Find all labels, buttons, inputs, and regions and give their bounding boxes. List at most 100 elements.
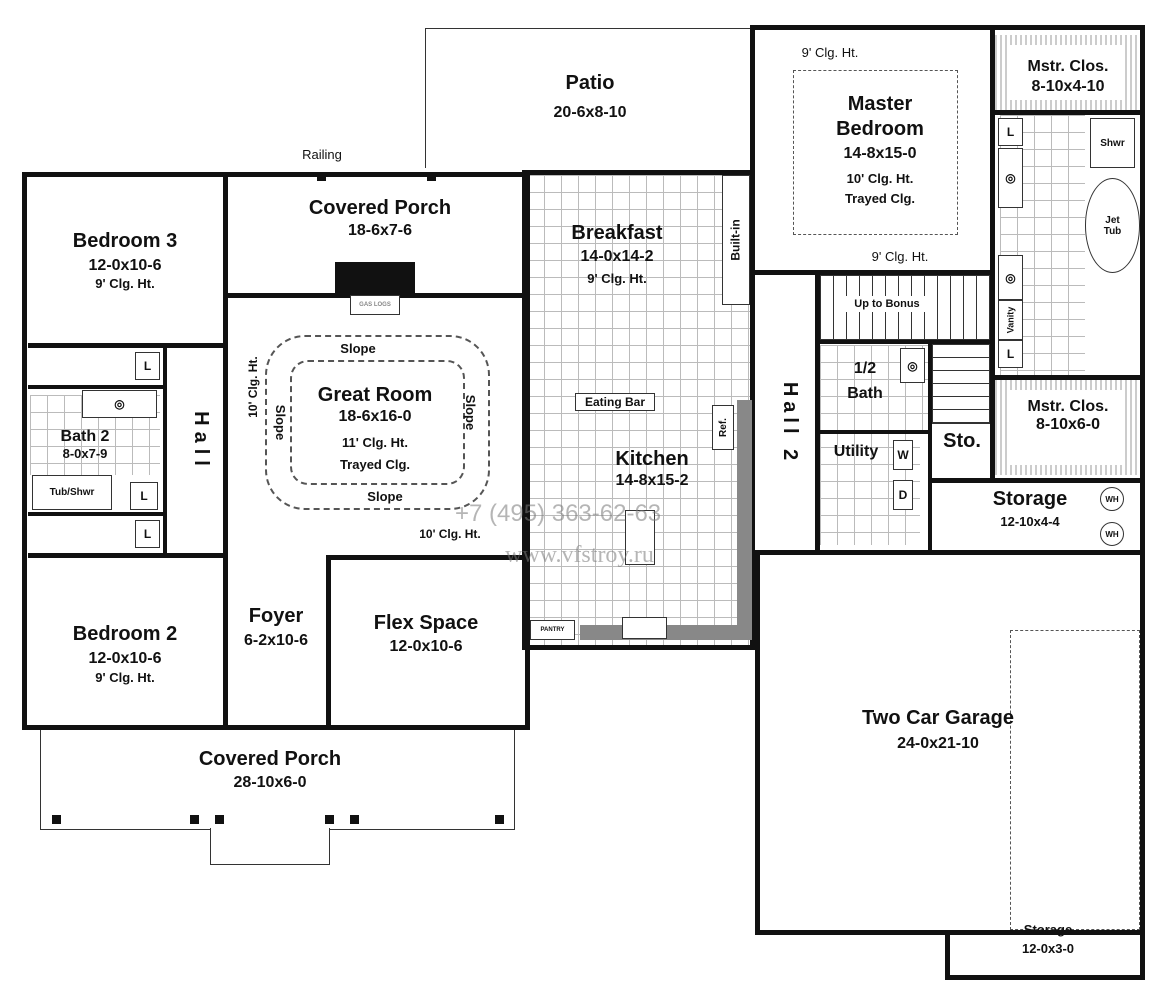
slope-left: Slope [273,404,289,441]
hall2-label: Hall 2 [779,381,802,466]
covered-porch-rear-label: Covered Porch [308,197,452,219]
foyer-size: 6-2x10-6 [243,632,309,649]
breakfast-label: Breakfast [571,222,663,244]
lav-2: L [998,340,1023,368]
wall [815,275,820,550]
master-bedroom-label-1: Master [847,93,913,115]
lav-bath2-1: L [135,352,160,380]
pantry: PANTRY [530,620,575,640]
wall [995,110,1140,115]
watermark-site: www.vfstroy.ru [505,542,654,568]
slope-top: Slope [340,341,376,356]
washer: W [893,440,913,470]
master-wing-outline [750,25,1145,555]
porch-post [350,815,359,824]
master-closet-2-size: 8-10x6-0 [1035,416,1101,433]
storage-size: 12-10x4-4 [1000,514,1060,529]
wall [820,340,995,344]
master-bedroom-ceiling: 10' Clg. Ht. [846,171,914,186]
kitchen-label: Kitchen [615,448,689,470]
wall [995,375,1140,380]
garage-storage-label: Storage [1023,922,1073,937]
water-heater-2: WH [1100,522,1124,546]
porch-post [317,172,326,181]
wall [930,478,1140,483]
wall [990,30,995,480]
wall [945,930,950,980]
sink-icon: ◎ [82,390,157,418]
stairs-label: Up to Bonus [842,296,932,312]
master-bedroom-label-2: Bedroom [836,118,924,140]
wall [928,344,932,550]
garage-storage-outline [1010,630,1140,930]
lav-bath2-3: L [135,520,160,548]
bedroom2-ceiling: 9' Clg. Ht. [95,670,155,685]
garage-outline [755,550,1145,935]
bedroom3-ceiling: 9' Clg. Ht. [95,276,155,291]
wall [331,555,526,560]
great-room-side-ceiling-left: 10' Clg. Ht. [245,356,260,418]
porch-post [190,815,199,824]
storage-label: Storage [992,488,1068,510]
half-bath-label-1: 1/2 [853,360,877,377]
master-bedroom-tray: Trayed Clg. [844,191,916,206]
wall [223,172,228,730]
half-bath-floor [820,345,930,430]
eating-bar: Eating Bar [575,393,655,411]
sink [622,617,667,639]
porch-post [495,815,504,824]
left-wing-outline [22,172,530,730]
breakfast-ceiling: 9' Clg. Ht. [587,271,647,286]
fireplace [335,262,415,295]
flex-space-size: 12-0x10-6 [389,638,463,655]
great-room-ceiling: 11' Clg. Ht. [342,435,408,450]
great-room-tray-outer [265,335,490,510]
slope-bottom: Slope [367,489,403,504]
bedroom2-label: Bedroom 2 [72,623,178,645]
sto-label: Sto. [943,430,981,452]
front-porch-bump [210,828,330,865]
wall [28,343,228,348]
shower: Shwr [1090,118,1135,168]
gas-logs: GAS LOGS [350,295,400,315]
railing-label: Railing [302,147,342,162]
master-tray [793,70,958,235]
bedroom2-size: 12-0x10-6 [88,650,162,667]
refrigerator: Ref. [712,405,734,450]
patio-size: 20-6x8-10 [553,104,627,121]
bath2-size: 8-0x7-9 [62,446,108,461]
bath2-label: Bath 2 [60,428,110,445]
covered-porch-front-label: Covered Porch [198,748,342,770]
covered-porch-front-size: 28-10x6-0 [233,774,307,791]
sink-icon: ◎ [900,348,925,383]
great-room-size: 18-6x16-0 [338,408,412,425]
closet1-bg [1010,45,1125,100]
garage-size: 24-0x21-10 [897,735,979,752]
great-room-label: Great Room [317,384,433,406]
kitchen-counter-right [737,400,752,640]
wall [28,553,228,558]
porch-post [325,815,334,824]
wall [945,975,1145,980]
porch-post [215,815,224,824]
hall-label: Hall [189,411,212,472]
utility-label: Utility [833,443,879,460]
wall [326,555,331,730]
garage-label: Two Car Garage [862,707,1014,729]
water-heater-1: WH [1100,487,1124,511]
dryer: D [893,480,913,510]
master-closet-1-size: 8-10x4-10 [1031,78,1105,95]
bedroom3-label: Bedroom 3 [72,230,178,252]
patio-label: Patio [565,72,615,94]
lav-1: L [998,118,1023,146]
great-room-tray-inner [290,360,465,485]
great-room-side-ceiling-bottom: 10' Clg. Ht. [419,527,481,541]
lav-bath2-2: L [130,482,158,510]
builtin: Built-in [722,175,750,305]
great-room-tray: Trayed Clg. [339,457,411,472]
sink-icon: ◎ [998,148,1023,208]
patio-area [425,28,755,168]
master-side-ceiling-bottom: 9' Clg. Ht. [871,249,929,264]
